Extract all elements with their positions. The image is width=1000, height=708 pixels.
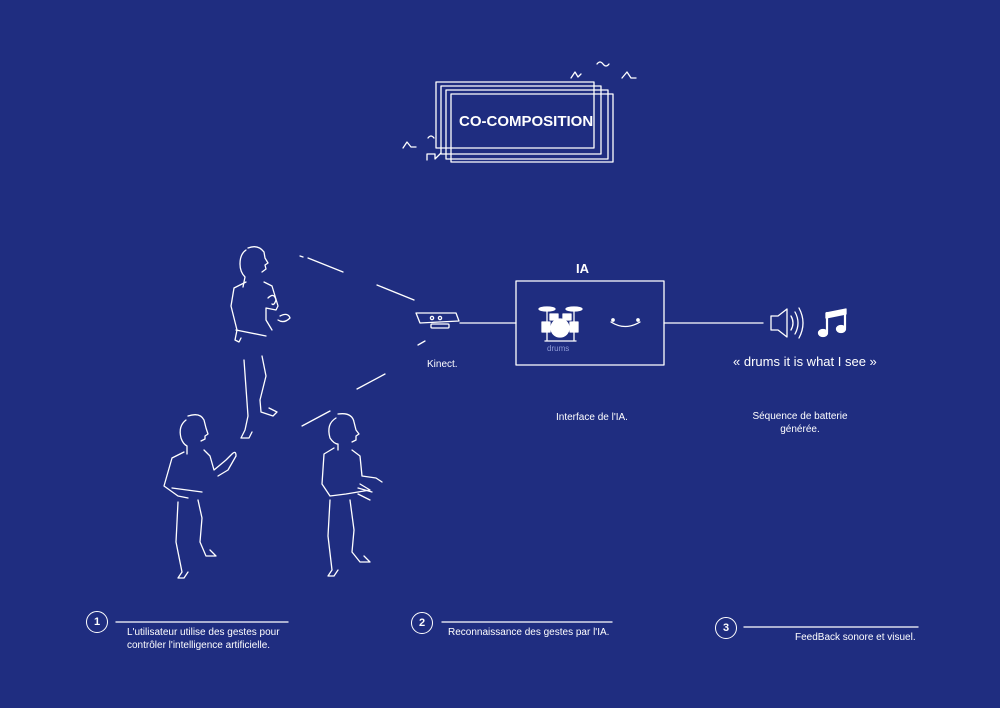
output-caption-line1: Séquence de batterie bbox=[752, 411, 848, 422]
output-caption-line2: générée. bbox=[780, 424, 820, 435]
ia-interface-box bbox=[515, 280, 665, 366]
ia-label: IA bbox=[576, 261, 589, 276]
person-left-icon bbox=[163, 414, 237, 579]
ia-interface-caption: Interface de l'IA. bbox=[556, 412, 628, 423]
music-note-icon bbox=[817, 308, 847, 338]
step-2-number: 2 bbox=[411, 612, 433, 634]
step-2-text: Reconnaissance des gestes par l'IA. bbox=[448, 627, 610, 638]
speaker-icon bbox=[770, 307, 804, 339]
drum-kit-icon bbox=[538, 306, 583, 342]
page-title: CO-COMPOSITION bbox=[459, 113, 594, 130]
output-quote: « drums it is what I see » bbox=[733, 354, 877, 369]
kinect-sensor-icon bbox=[415, 312, 460, 329]
step-3-text: FeedBack sonore et visuel. bbox=[795, 632, 916, 643]
step-3-number: 3 bbox=[715, 617, 737, 639]
title-squiggles bbox=[402, 61, 637, 161]
person-standing-icon bbox=[230, 246, 291, 439]
smile-face-icon bbox=[610, 318, 641, 328]
step-1-text-line1: L'utilisateur utilise des gestes pour bbox=[127, 627, 280, 638]
gesture-lines bbox=[299, 255, 426, 427]
title-frame bbox=[435, 81, 614, 163]
kinect-label: Kinect. bbox=[427, 359, 458, 370]
drums-caption: drums bbox=[547, 344, 570, 353]
step-1-text-line2: contrôler l'intelligence artificielle. bbox=[127, 640, 271, 651]
person-right-icon bbox=[321, 413, 383, 577]
step-1-number: 1 bbox=[86, 611, 108, 633]
